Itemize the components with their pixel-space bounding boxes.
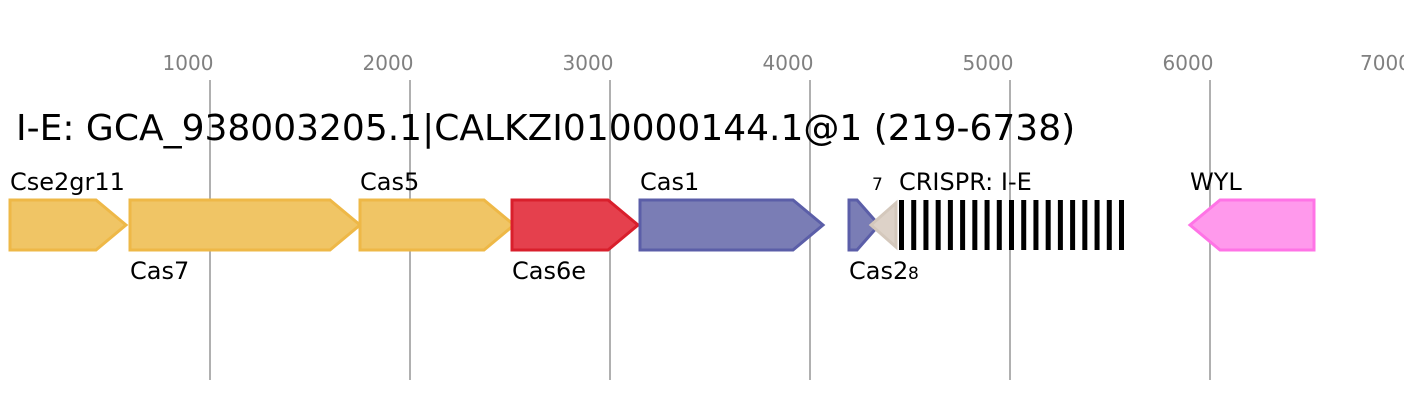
- gene-label-cas1: Cas1: [640, 168, 699, 196]
- tick-label-7000: 7000: [1360, 51, 1404, 75]
- tick-label-1000: 1000: [163, 51, 214, 75]
- crispr-repeat: [923, 200, 929, 250]
- crispr-repeat: [972, 200, 978, 250]
- crispr-repeat: [1057, 200, 1063, 250]
- gene-8: [868, 199, 898, 251]
- tick-label-2000: 2000: [363, 51, 414, 75]
- gene-cas5: [358, 198, 517, 252]
- locus-title: I-E: GCA_938003205.1|CALKZI010000144.1@1…: [16, 108, 1075, 149]
- crispr-repeat: [1033, 200, 1039, 250]
- tick-label-5000: 5000: [963, 51, 1014, 75]
- crispr-repeat: [984, 200, 990, 250]
- gene-label-wyl: WYL: [1190, 168, 1242, 196]
- crispr-repeat: [899, 200, 904, 250]
- crispr-repeat: [1070, 200, 1076, 250]
- gene-cas7: [128, 198, 363, 252]
- gene-label-7: 7: [872, 175, 883, 195]
- crispr-repeat: [947, 200, 953, 250]
- crispr-repeat: [1082, 200, 1088, 250]
- gene-label-8: 8: [908, 264, 919, 284]
- gene-label-cas7: Cas7: [130, 257, 189, 285]
- genes: [8, 198, 1316, 252]
- crispr-repeat: [1021, 200, 1027, 250]
- crispr-repeat: [1094, 200, 1100, 250]
- gene-cas1: [638, 198, 826, 252]
- gene-label-cas5: Cas5: [360, 168, 419, 196]
- axis: 1000 2000 3000 4000 5000 6000 7000: [163, 51, 1404, 380]
- crispr-repeat: [996, 200, 1002, 250]
- crispr-repeat: [960, 200, 966, 250]
- gene-label-cas6e: Cas6e: [512, 257, 586, 285]
- gene-label-cse2gr11: Cse2gr11: [10, 168, 125, 196]
- gene-label-cas2: Cas2: [849, 257, 908, 285]
- gene-cse2gr11: [8, 198, 129, 252]
- crispr-repeat: [1009, 200, 1014, 250]
- tick-label-6000: 6000: [1163, 51, 1214, 75]
- gene-wyl: [1187, 198, 1316, 252]
- crispr-repeat: [1119, 200, 1124, 250]
- tick-label-4000: 4000: [763, 51, 814, 75]
- crispr-array: [899, 200, 1124, 250]
- crispr-repeat: [935, 200, 941, 250]
- crispr-label: CRISPR: I-E: [899, 168, 1032, 196]
- crispr-repeat: [1106, 200, 1112, 250]
- crispr-repeat: [911, 200, 917, 250]
- gene-cas6e: [510, 198, 641, 252]
- tick-label-3000: 3000: [563, 51, 614, 75]
- gene-cas2: [847, 198, 881, 252]
- crispr-repeat: [1045, 200, 1051, 250]
